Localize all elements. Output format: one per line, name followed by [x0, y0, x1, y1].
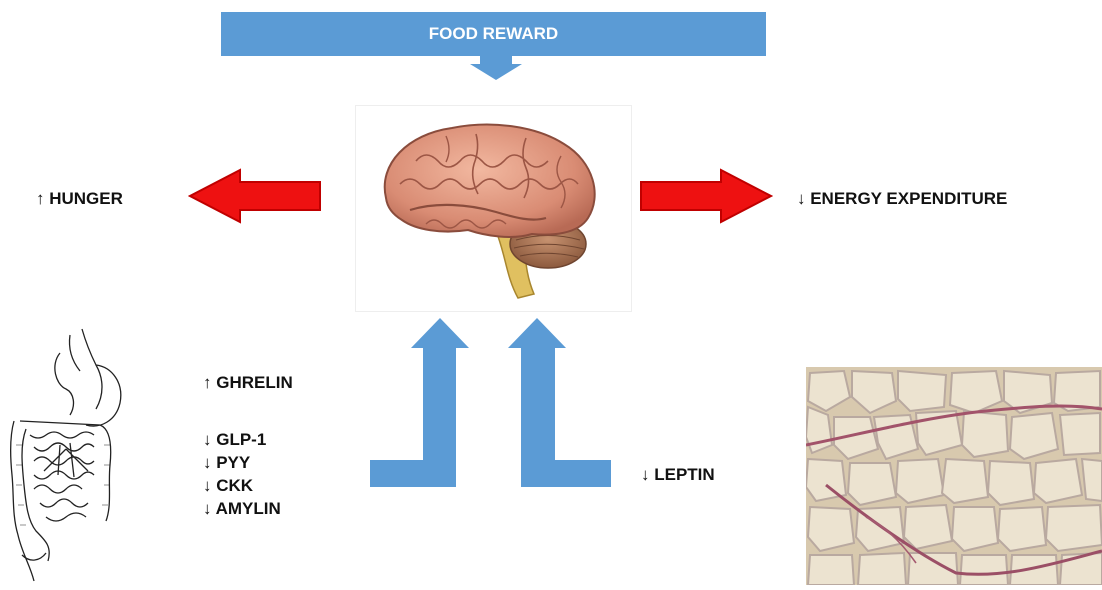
brain-icon: [356, 106, 631, 311]
gut-hormone-list: ↓ GLP-1 ↓ PYY ↓ CKK ↓ AMYLIN: [203, 428, 281, 520]
down-arrow-icon: [470, 56, 522, 80]
right-red-arrow: [638, 168, 773, 224]
glp1-label: ↓ GLP-1: [203, 428, 281, 451]
pyy-label: ↓ PYY: [203, 451, 281, 474]
hunger-label: ↑ HUNGER: [36, 189, 123, 209]
right-up-arrow: [508, 318, 611, 487]
adipose-tissue-icon: [806, 367, 1102, 585]
blue-up-arrows: [365, 315, 625, 495]
left-up-arrow: [370, 318, 469, 487]
ghrelin-label: ↑ GHRELIN: [203, 371, 293, 394]
amylin-label: ↓ AMYLIN: [203, 497, 281, 520]
adipose-tissue-image-frame: [806, 367, 1102, 585]
left-red-arrow: [188, 168, 323, 224]
brain-image-frame: [355, 105, 632, 312]
leptin-label: ↓ LEPTIN: [641, 465, 715, 485]
energy-expenditure-label: ↓ ENERGY EXPENDITURE: [797, 189, 1007, 209]
digestive-tract-icon: [0, 325, 140, 585]
food-reward-label: FOOD REWARD: [221, 12, 766, 56]
ckk-label: ↓ CKK: [203, 474, 281, 497]
gut-image-frame: [0, 325, 140, 585]
